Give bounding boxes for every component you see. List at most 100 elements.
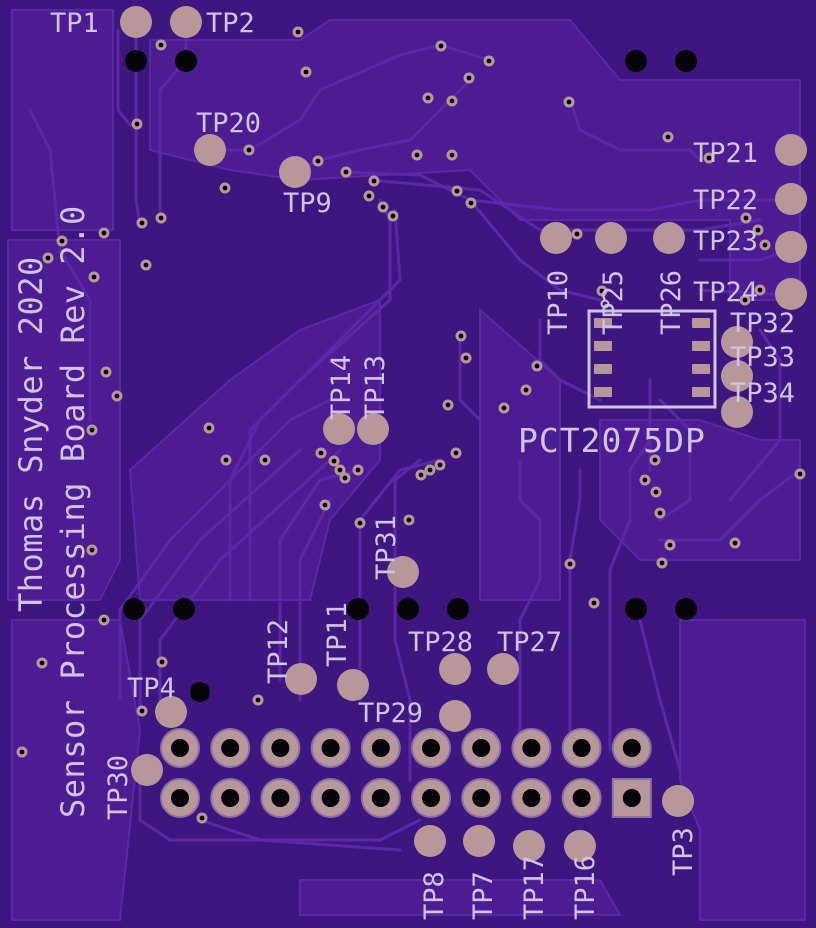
header-pin-r1c5-drill	[371, 739, 390, 757]
header-pin-r1c9-drill	[572, 739, 591, 757]
header-pin-r2c8-drill	[522, 789, 541, 807]
via-drill-56	[418, 472, 424, 478]
via-drill-67	[657, 510, 663, 516]
via-drill-21	[366, 193, 372, 199]
via-drill-47	[89, 427, 95, 433]
test-point-label-tp4: TP4	[127, 673, 176, 704]
via-drill-68	[89, 547, 95, 553]
test-point-pad-tp12	[285, 663, 317, 695]
test-point-pad-tp3	[662, 785, 694, 817]
via-drill-58	[437, 462, 443, 468]
test-point-label-tp34: TP34	[730, 378, 795, 409]
header-pin-r1c6-drill	[422, 739, 440, 757]
via-drill-44	[114, 393, 120, 399]
via-drill-1	[158, 42, 164, 48]
test-point-pad-tp27	[487, 653, 519, 685]
test-point-pad-tp30	[131, 754, 163, 786]
header-pin-r2c7-drill	[472, 789, 491, 807]
via-drill-42	[103, 369, 109, 375]
test-point-pad-tp31	[387, 556, 419, 588]
via-drill-59	[453, 450, 459, 456]
test-point-pad-tp20	[194, 134, 226, 166]
via-drill-34	[143, 262, 149, 268]
via-drill-76	[159, 659, 165, 665]
via-drill-65	[357, 520, 363, 526]
test-point-label-tp21: TP21	[693, 138, 758, 169]
test-point-pad-tp8	[414, 825, 446, 857]
test-point-label-tp22: TP22	[693, 185, 758, 216]
header-pin-r2c4-drill	[321, 789, 340, 807]
via-drill-39	[458, 333, 464, 339]
test-point-label-tp17: TP17	[519, 855, 550, 920]
test-point-label-tp29: TP29	[358, 698, 423, 729]
test-point-label-tp14: TP14	[326, 355, 357, 420]
via-drill-27	[101, 230, 107, 236]
via-drill-35	[91, 274, 97, 280]
via-drill-9	[566, 99, 572, 105]
test-point-label-tp25: TP25	[598, 270, 629, 335]
test-point-label-tp11: TP11	[322, 602, 353, 667]
via-drill-77	[139, 708, 145, 714]
test-point-label-tp32: TP32	[730, 308, 795, 339]
header-pin-r1c3-drill	[271, 739, 290, 757]
via-drill-13	[414, 152, 420, 158]
via-drill-63	[797, 471, 803, 477]
via-drill-28	[743, 215, 749, 221]
via-drill-46	[501, 405, 507, 411]
test-point-pad-tp2	[170, 6, 202, 38]
header-pin-r2c1-drill	[171, 789, 189, 807]
via-drill-38	[599, 288, 605, 294]
via-drill-52	[331, 458, 337, 464]
header-pin-r2c2-drill	[221, 789, 240, 807]
via-drill-73	[591, 600, 597, 606]
via-drill-3	[438, 43, 444, 49]
via-drill-57	[427, 467, 433, 473]
test-point-label-tp33: TP33	[730, 342, 795, 373]
test-point-label-tp8: TP8	[419, 871, 450, 920]
via-drill-43	[523, 387, 529, 393]
test-point-pad-tp28	[439, 653, 471, 685]
chip-pin1-marker	[600, 299, 610, 309]
via-drill-29	[755, 227, 761, 233]
test-point-pad-tp24	[775, 278, 807, 310]
via-drill-15	[315, 158, 321, 164]
test-point-label-tp2: TP2	[206, 8, 255, 39]
test-point-pad-tp10	[540, 222, 572, 254]
via-drill-22	[380, 204, 386, 210]
via-drill-26	[158, 215, 164, 221]
via-drill-33	[45, 255, 51, 261]
via-drill-50	[262, 457, 268, 463]
header-pin-r1c8-drill	[522, 739, 541, 757]
via-drill-24	[390, 213, 396, 219]
via-drill-31	[574, 231, 580, 237]
chip-pads	[594, 318, 710, 397]
via-drill-60	[652, 457, 658, 463]
via-drill-70	[732, 540, 738, 546]
test-point-label-tp16: TP16	[570, 855, 601, 920]
author-text: Thomas Snyder 2020	[12, 256, 50, 612]
via-drill-17	[343, 169, 349, 175]
pin-header	[160, 728, 652, 818]
test-point-label-tp26: TP26	[656, 270, 687, 335]
test-point-label-tp10: TP10	[543, 270, 574, 335]
via-drill-55	[355, 467, 361, 473]
test-point-pad-tp9	[279, 156, 311, 188]
test-point-pad-tp14	[323, 413, 355, 445]
mounting-holes	[123, 50, 697, 702]
test-point-pad-tp34	[721, 396, 753, 428]
test-point-pad-tp16	[564, 830, 596, 862]
test-point-pad-tp1	[120, 6, 152, 38]
copper-fill	[7, 9, 806, 921]
via-drill-25	[139, 220, 145, 226]
via-drill-40	[463, 355, 469, 361]
via-drill-23	[468, 200, 474, 206]
test-point-pad-tp13	[357, 413, 389, 445]
via-drill-62	[653, 489, 659, 495]
via-drill-80	[199, 815, 205, 821]
test-point-pad-tp21	[775, 134, 807, 166]
via-drill-16	[706, 155, 712, 161]
test-point-label-tp23: TP23	[693, 226, 758, 257]
test-point-label-tp1: TP1	[50, 8, 99, 39]
via-drill-48	[206, 425, 212, 431]
